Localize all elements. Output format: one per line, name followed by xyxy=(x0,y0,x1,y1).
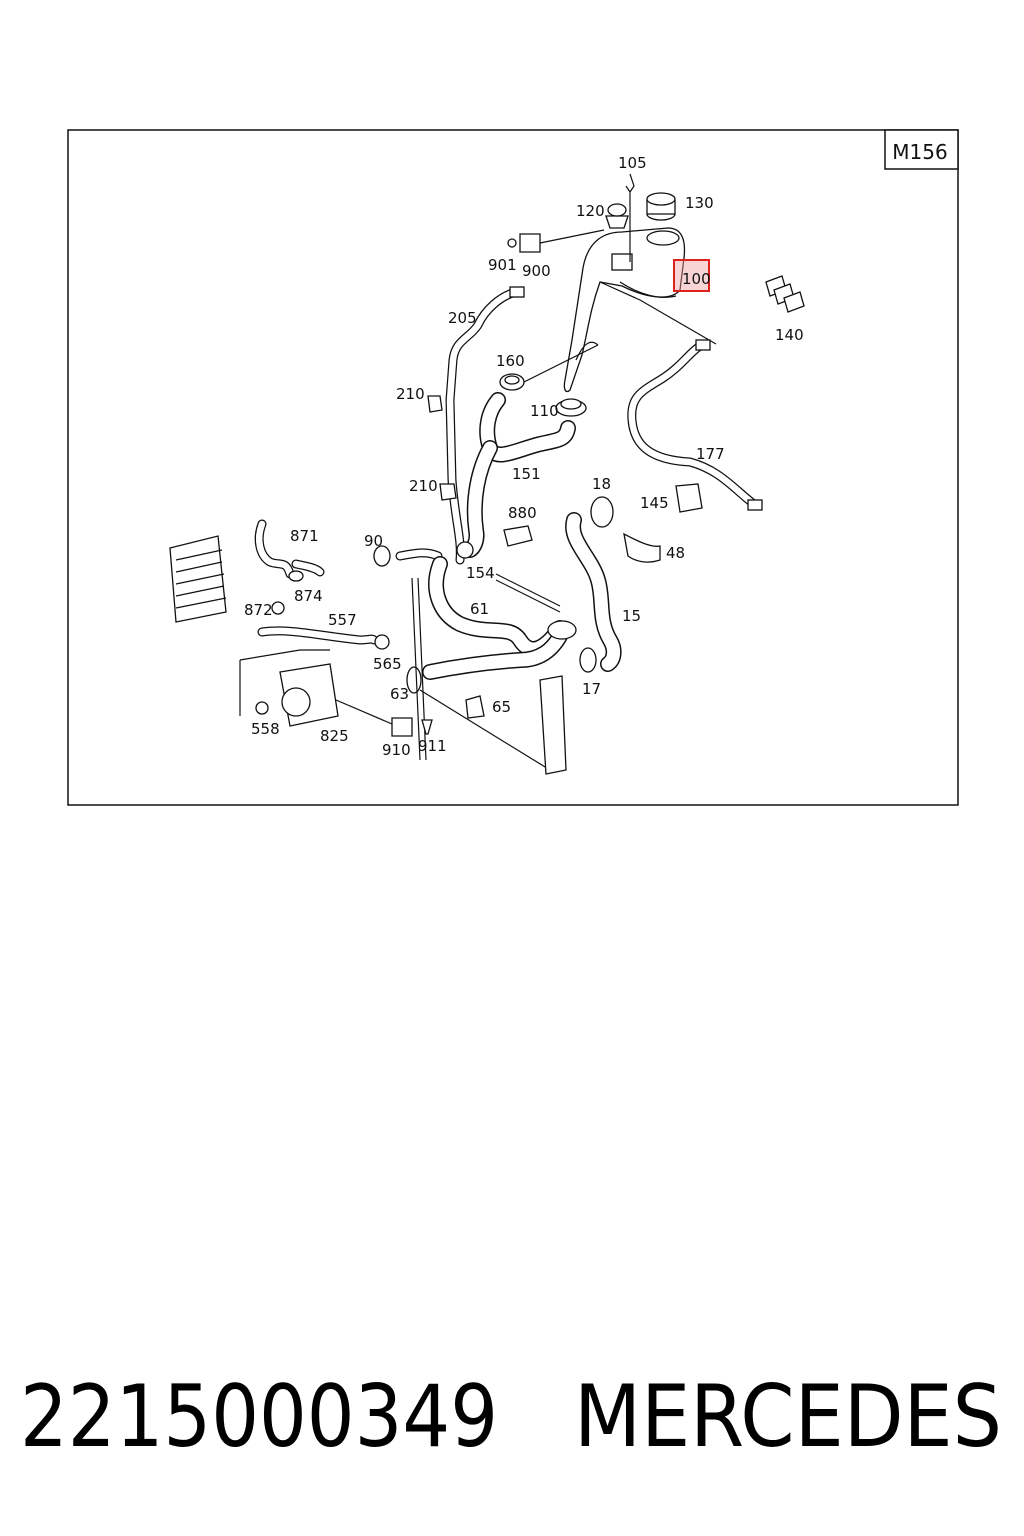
label-901[interactable]: 901 xyxy=(488,256,517,274)
clamp-874[interactable] xyxy=(288,570,304,582)
label-154[interactable]: 154 xyxy=(466,564,495,582)
label-900[interactable]: 900 xyxy=(522,262,551,280)
label-911[interactable]: 911 xyxy=(418,737,447,755)
label-558[interactable]: 558 xyxy=(251,720,280,738)
bracket-145[interactable] xyxy=(675,483,703,513)
label-140[interactable]: 140 xyxy=(775,326,804,344)
label-63[interactable]: 63 xyxy=(390,685,409,703)
bracket-880[interactable] xyxy=(503,525,533,547)
clip-105[interactable] xyxy=(625,173,635,262)
label-872[interactable]: 872 xyxy=(244,601,273,619)
ring-18[interactable] xyxy=(590,496,614,528)
label-90[interactable]: 90 xyxy=(364,532,383,550)
brand-name: MERCEDES xyxy=(574,1367,1002,1467)
clamp-160[interactable] xyxy=(499,373,525,391)
oil-cooler[interactable] xyxy=(169,535,227,623)
tank-cap[interactable] xyxy=(646,192,676,221)
label-48[interactable]: 48 xyxy=(666,544,685,562)
label-151[interactable]: 151 xyxy=(512,465,541,483)
ring-110[interactable] xyxy=(555,398,587,417)
label-825[interactable]: 825 xyxy=(320,727,349,745)
group-code: M156 xyxy=(892,140,947,164)
connector-910[interactable] xyxy=(391,717,413,737)
label-145[interactable]: 145 xyxy=(640,494,669,512)
hose-177[interactable] xyxy=(627,339,763,511)
group-code-box xyxy=(884,129,959,170)
label-17[interactable]: 17 xyxy=(582,680,601,698)
hose-15[interactable] xyxy=(565,512,622,672)
expansion-tank[interactable] xyxy=(563,227,686,393)
shield-48[interactable] xyxy=(623,532,661,563)
ring-872[interactable] xyxy=(271,601,285,615)
label-565[interactable]: 565 xyxy=(373,655,402,673)
hose-90[interactable] xyxy=(395,548,443,561)
label-105[interactable]: 105 xyxy=(618,154,647,172)
label-871[interactable]: 871 xyxy=(290,527,319,545)
clip-210-lower[interactable] xyxy=(439,483,457,501)
footer-caption: 2215000349 MERCEDES xyxy=(20,1367,1002,1467)
hose-871[interactable] xyxy=(254,519,325,579)
ring-17[interactable] xyxy=(579,647,597,673)
label-210-upper[interactable]: 210 xyxy=(396,385,425,403)
label-177[interactable]: 177 xyxy=(696,445,725,463)
bolt-911[interactable] xyxy=(421,719,433,735)
label-65[interactable]: 65 xyxy=(492,698,511,716)
part-number: 2215000349 xyxy=(20,1367,498,1467)
clip-210-upper[interactable] xyxy=(427,395,443,413)
label-557[interactable]: 557 xyxy=(328,611,357,629)
label-210-lower[interactable]: 210 xyxy=(409,477,438,495)
clip-65[interactable] xyxy=(465,695,485,719)
label-130[interactable]: 130 xyxy=(685,194,714,212)
label-880[interactable]: 880 xyxy=(508,504,537,522)
label-874[interactable]: 874 xyxy=(294,587,323,605)
label-18[interactable]: 18 xyxy=(592,475,611,493)
label-110[interactable]: 110 xyxy=(530,402,559,420)
highlight-box xyxy=(673,259,710,292)
grommet-120[interactable] xyxy=(605,203,629,229)
label-61[interactable]: 61 xyxy=(470,600,489,618)
ring-63[interactable] xyxy=(406,666,422,694)
clip-140[interactable] xyxy=(765,275,805,313)
clamp-565[interactable] xyxy=(374,634,390,650)
clamp-90[interactable] xyxy=(373,545,391,567)
hose-151[interactable] xyxy=(462,392,576,558)
hose-61[interactable] xyxy=(422,556,577,680)
level-sensor-900[interactable] xyxy=(507,229,605,253)
hose-557[interactable] xyxy=(257,626,379,645)
label-120[interactable]: 120 xyxy=(576,202,605,220)
diagram-frame xyxy=(67,129,959,806)
label-160[interactable]: 160 xyxy=(496,352,525,370)
label-910[interactable]: 910 xyxy=(382,741,411,759)
parts-diagram: M156 xyxy=(67,129,959,806)
label-15[interactable]: 15 xyxy=(622,607,641,625)
label-100[interactable]: 100 xyxy=(682,270,711,288)
ring-558[interactable] xyxy=(255,701,269,715)
hose-205[interactable] xyxy=(445,286,525,565)
ring-154[interactable] xyxy=(456,541,474,559)
pump-825[interactable] xyxy=(239,649,339,727)
label-205[interactable]: 205 xyxy=(448,309,477,327)
